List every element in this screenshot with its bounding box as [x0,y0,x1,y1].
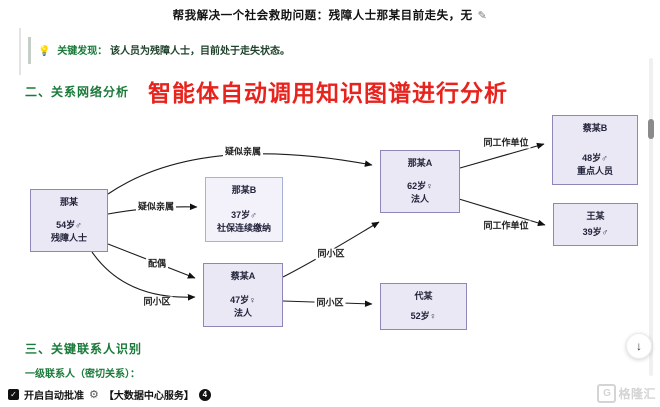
watermark: G 格隆汇 [597,384,656,403]
graph-node-cai-b: 蔡某B 48岁♂ 重点人员 [552,115,638,185]
node-title: 蔡某B [582,123,608,133]
graph-node-cai-a: 蔡某A 47岁♀ 法人 [203,263,283,327]
node-title: 王某 [586,211,605,221]
graph-node-namou: 那某 54岁♂ 残障人士 [30,189,108,252]
edge-label: 同工作单位 [481,137,531,149]
watermark-brand: 格隆汇 [618,387,656,401]
graph-node-dai: 代某 52岁♀ [380,283,467,330]
node-title: 代某 [414,291,433,301]
node-title: 那某B [231,185,257,195]
edge-label: 同小区 [315,248,347,260]
service-button[interactable]: 【大数据中心服务】 [103,391,194,402]
auto-approve-checkbox[interactable]: ✓ [8,389,19,400]
node-attr: 残障人士 [50,233,87,243]
graph-node-namou-a: 那某A 62岁♀ 法人 [380,150,460,213]
badge-count: 4 [198,388,211,401]
scrollbar-thumb[interactable] [648,119,654,139]
question-title-text: 帮我解决一个社会救助问题：残障人士那某目前走失，无 [172,10,473,22]
node-title: 那某 [59,197,78,207]
edge-label: 同小区 [141,296,173,308]
section-contacts-title: 三、关键联系人识别 [25,342,143,356]
node-age: 39岁♂ [582,227,609,237]
node-age: 48岁♂ [582,153,608,163]
scroll-down-button[interactable]: ↓ [626,333,652,359]
node-attr: 社保连续缴纳 [216,223,271,233]
section-network-title: 二、关系网络分析 [25,85,130,99]
section-contacts-subtitle: 一级联系人（密切关系）： [25,369,140,380]
edge-label: 疑似亲属 [222,146,264,158]
node-age: 62岁♀ [407,181,433,191]
annotation-overlay-text: 智能体自动调用知识图谱进行分析 [148,80,508,106]
scrollbar-track[interactable] [649,58,653,376]
check-icon: ✓ [10,389,17,399]
graph-node-wang: 王某 39岁♂ [553,203,638,246]
edge-label: 同小区 [314,297,346,309]
node-age: 37岁♂ [231,210,257,220]
lightbulb-icon: 💡 [38,46,51,57]
node-attr: 重点人员 [576,166,613,176]
down-arrow-icon: ↓ [636,339,642,353]
watermark-logo-icon: G [597,384,617,403]
edge-label: 配偶 [145,258,169,270]
quote-bar [28,37,31,64]
edge-label: 疑似亲属 [135,201,177,213]
node-title: 蔡某A [230,271,256,281]
gear-icon[interactable]: ⚙ [89,389,99,401]
left-divider [19,28,21,75]
graph-node-namou-b: 那某B 37岁♂ 社保连续缴纳 [205,177,283,242]
bottom-toolbar: ✓ 开启自动批准 ⚙ 【大数据中心服务】 4 [8,387,211,402]
node-title: 那某A [407,158,433,168]
key-finding-row: 💡 关键发现： 该人员为残障人士，目前处于走失状态。 [38,42,290,57]
node-attr: 法人 [233,308,252,318]
node-age: 52岁♀ [410,311,437,321]
page-title: 帮我解决一个社会救助问题：残障人士那某目前走失，无 ✎ [0,7,660,23]
auto-approve-label: 开启自动批准 [24,391,84,402]
edit-icon[interactable]: ✎ [477,10,488,22]
edge-label: 同工作单位 [481,220,531,232]
node-attr: 法人 [410,194,429,204]
node-age: 47岁♀ [230,295,256,305]
node-age: 54岁♂ [56,220,82,230]
key-finding-text: 该人员为残障人士，目前处于走失状态。 [110,46,291,57]
key-finding-label: 关键发现： [57,46,108,57]
